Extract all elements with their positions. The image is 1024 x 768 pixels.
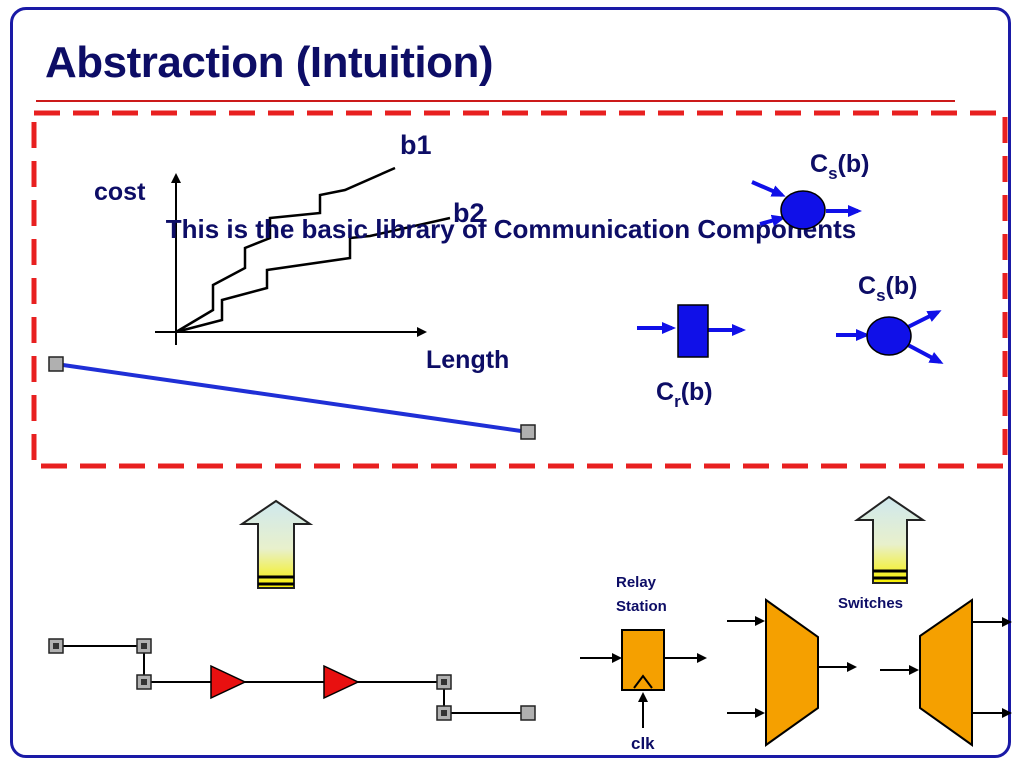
relay-label-line2: Station — [616, 598, 667, 615]
slide-frame — [10, 7, 1011, 758]
wire-line — [55, 362, 529, 434]
clock-edge-symbol — [633, 674, 653, 689]
cs-top-node — [780, 190, 826, 230]
wire-node — [136, 674, 152, 690]
switches-label: Switches — [838, 595, 903, 612]
up-arrow-right — [853, 495, 927, 584]
physical-wire-network — [48, 638, 536, 721]
curve-b1 — [175, 166, 396, 334]
cs-top-label: Cs(b) — [810, 150, 869, 183]
switch-split — [880, 598, 1012, 747]
relay-label-line1: Relay — [616, 574, 657, 591]
cs-top-input-arrow-1 — [751, 180, 786, 197]
overlay-caption: This is the basic library of Communicati… — [166, 214, 857, 244]
wire-component — [48, 356, 536, 440]
library-dashed-box — [31, 110, 1008, 469]
component-cr: Cr(b) — [637, 304, 746, 411]
wire-node — [520, 705, 536, 721]
repeater-1 — [210, 664, 247, 700]
cs-right-output-arrow-2 — [907, 343, 944, 364]
curve-label-b1: b1 — [400, 130, 432, 160]
slide-title: Abstraction (Intuition) — [45, 38, 494, 87]
curve-b2 — [175, 216, 451, 334]
repeater-2 — [323, 664, 360, 700]
wire-node — [48, 638, 64, 654]
cs-top-input-arrow-2 — [759, 214, 786, 227]
switch-merge — [727, 598, 857, 747]
wire-node — [436, 705, 452, 721]
cr-label: Cr(b) — [656, 378, 713, 411]
relay-station: Relay Station clk — [580, 574, 707, 753]
cs-right-output-arrow-1 — [905, 310, 942, 330]
switch-split-body — [919, 598, 973, 747]
graph-ylabel: cost — [94, 178, 146, 206]
cs-right-node — [866, 316, 912, 356]
cr-block — [677, 304, 709, 358]
component-cs-top: Cs(b) — [751, 150, 869, 230]
clk-label: clk — [631, 734, 655, 753]
component-cs-right: Cs(b) — [836, 272, 944, 364]
wire-node — [136, 638, 152, 654]
cost-length-graph: cost Length b1 b2 — [94, 130, 509, 374]
wire-node-right — [520, 424, 536, 440]
curve-label-b2: b2 — [453, 198, 485, 228]
graph-xlabel: Length — [426, 346, 509, 374]
relay-register-block — [621, 629, 665, 691]
switch-merge-body — [765, 598, 819, 747]
cs-right-label: Cs(b) — [858, 272, 917, 305]
wire-node — [436, 674, 452, 690]
wire-node-left — [48, 356, 64, 372]
up-arrow-left — [238, 499, 314, 589]
